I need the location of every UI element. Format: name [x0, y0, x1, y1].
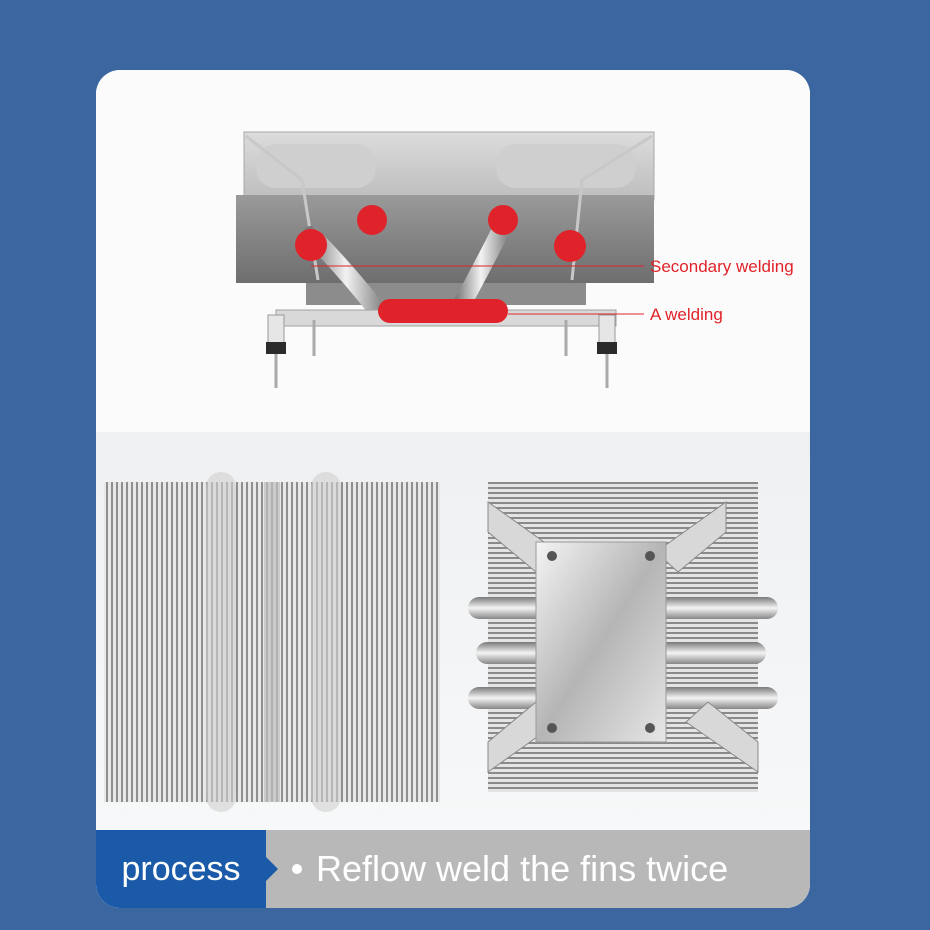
fan-blade-left — [256, 144, 376, 188]
process-description: Reflow weld the fins twice — [292, 830, 728, 908]
process-footer: process Reflow weld the fins twice — [96, 830, 810, 908]
cooler-side-view-panel: Secondary welding A welding — [96, 70, 810, 432]
secondary-welding-markers — [295, 205, 586, 262]
fan-blade-right — [496, 144, 636, 188]
cooler-side-view-image — [236, 131, 655, 388]
bullet-icon — [292, 864, 302, 874]
process-description-band — [240, 830, 810, 908]
secondary-welding-label: Secondary welding — [650, 257, 794, 276]
process-description-text: Reflow weld the fins twice — [316, 848, 729, 889]
process-tag-arrow-icon — [266, 857, 278, 881]
product-card: Secondary welding A welding — [96, 70, 810, 908]
cooler-detail-images — [104, 472, 778, 812]
process-tag: process — [96, 830, 266, 908]
a-welding-label: A welding — [650, 305, 723, 324]
a-welding-marker — [378, 299, 508, 323]
mounting-screws — [266, 314, 617, 388]
fin-stack-front-image — [104, 472, 440, 812]
cooler-detail-panel — [96, 432, 810, 830]
cooler-base-image — [468, 482, 778, 792]
